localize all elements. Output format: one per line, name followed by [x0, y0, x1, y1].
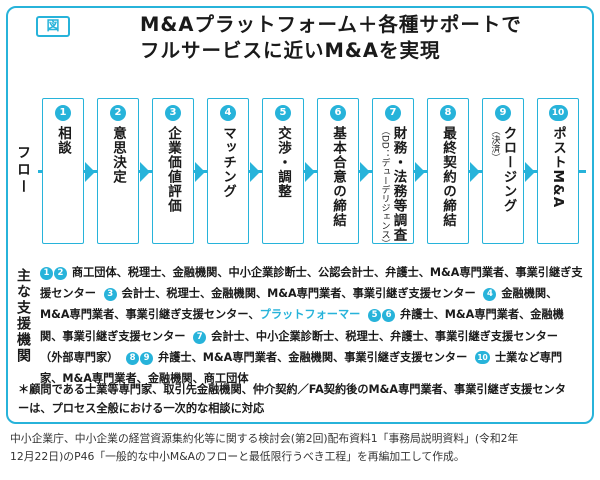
flow-step-10: 10 ポストM&A — [537, 98, 579, 244]
step-number: 5 — [275, 105, 291, 121]
circled-number: 10 — [475, 350, 491, 364]
diagram-title: M&Aプラットフォーム＋各種サポートで フルサービスに近いM&Aを実現 — [140, 12, 580, 64]
step-label: 財務・法務等調査 — [390, 126, 407, 242]
step-label: 最終契約の締結 — [440, 126, 456, 228]
circled-number: 1 — [40, 267, 53, 280]
source-line-1: 中小企業庁、中小企業の経営資源集約化等に関する検討会(第2回)配布資料1「事務局… — [10, 432, 519, 445]
support-text: 弁護士、M&A専門業者、金融機 — [396, 308, 564, 322]
flow-arrow — [85, 162, 95, 182]
support-text: 商工団体、税理士、金融機関、中小企業診断士、公認会計士、弁護士、M&A専門業者、… — [68, 266, 583, 279]
step-number: 8 — [440, 105, 456, 121]
flow-step-8: 8 最終契約の締結 — [427, 98, 469, 244]
circled-number: 3 — [103, 288, 117, 302]
flow-arrow — [250, 162, 260, 182]
step-label: マッチング — [220, 126, 236, 199]
support-text: 弁護士、M&A専門業者、金融機関、事業引継ぎ支援センター — [154, 350, 468, 364]
flow-arrow — [305, 162, 315, 182]
circled-number: 6 — [382, 309, 396, 323]
step-label: ポストM&A — [550, 126, 566, 209]
step-number: 6 — [330, 105, 346, 121]
flow-step-4: 4 マッチング — [207, 98, 249, 244]
flow-step-6: 6 基本合意の締結 — [317, 98, 359, 244]
support-text: 会計士、税理士、金融機関、M&A専門業者、事業引継ぎ支援センター — [117, 287, 476, 301]
circled-number: 7 — [193, 330, 207, 344]
support-text: M&A専門業者、事業引継ぎ支援センター、 — [40, 308, 260, 322]
flow-step-5: 5 交渉・調整 — [262, 98, 304, 244]
flow-step-1: 1 相談 — [42, 98, 84, 244]
step-sublabel: （決済） — [489, 126, 500, 162]
flow-arrow — [195, 162, 205, 182]
footnote-line-1: ＊顧問である士業等専門家、取引先金融機関、仲介契約／FA契約後のM&A専門業者、… — [18, 383, 566, 396]
flow-step-7: 7 財務・法務等調査 （DD：デューデリジェンス） — [372, 98, 414, 248]
step-number: 1 — [55, 105, 71, 121]
flow-step-2: 2 意思決定 — [97, 98, 139, 244]
flow-step-9: 9 クロージング （決済） — [482, 98, 524, 244]
flow-arrow — [360, 162, 370, 182]
circled-number: 5 — [368, 309, 382, 323]
support-line: 家、M&A専門業者、金融機関、商工団体 — [40, 368, 588, 389]
flow-arrow — [470, 162, 480, 182]
step-number: 2 — [110, 105, 126, 121]
circled-number: 8 — [126, 351, 140, 365]
support-line: 援センター 3 会計士、税理士、金融機関、M&A専門業者、事業引継ぎ支援センター… — [40, 283, 588, 304]
footnote: ＊顧問である士業等専門家、取引先金融機関、仲介契約／FA契約後のM&A専門業者、… — [18, 380, 584, 418]
source-citation: 中小企業庁、中小企業の経営資源集約化等に関する検討会(第2回)配布資料1「事務局… — [10, 430, 594, 466]
circled-number: 2 — [54, 267, 67, 280]
step-number: 9 — [495, 105, 511, 121]
flow-arrow — [525, 162, 535, 182]
support-line: 関、事業引継ぎ支援センター 7 会計士、中小企業診断士、税理士、弁護士、事業引継… — [40, 326, 588, 347]
platformer-highlight: プラットフォーマー — [259, 308, 361, 322]
circled-number: 9 — [140, 351, 154, 365]
step-label: クロージング — [500, 126, 517, 213]
source-line-2: 12月22日)のP46「一般的な中小M&Aのフローと最低限行うべき工程」を再編加… — [10, 450, 465, 463]
step-label: 相談 — [55, 126, 71, 155]
footnote-line-2: ーは、プロセス全般における一次的な相談に対応 — [18, 402, 265, 415]
flow-arrow — [415, 162, 425, 182]
step-number: 4 — [220, 105, 236, 121]
support-text: 関、事業引継ぎ支援センター — [40, 329, 186, 343]
support-text: 援センター — [40, 287, 96, 301]
step-label: 交渉・調整 — [275, 126, 291, 199]
flow-arrow — [140, 162, 150, 182]
support-label: 主な支援機関 — [15, 268, 31, 364]
step-number: 3 — [165, 105, 181, 121]
step-label: 企業価値評価 — [165, 126, 181, 213]
support-text: 金融機関、 — [497, 287, 558, 301]
flow-step-3: 3 企業価値評価 — [152, 98, 194, 244]
figure-label: 図 — [36, 16, 70, 37]
support-text: （外部専門家） — [40, 350, 119, 364]
step-label: 意思決定 — [110, 126, 126, 184]
step-number: 7 — [385, 105, 401, 121]
circled-number: 4 — [483, 288, 497, 302]
support-text: 家、M&A専門業者、金融機関、商工団体 — [40, 371, 249, 385]
support-text: 士業など専門 — [491, 350, 563, 364]
title-line-1: M&Aプラットフォーム＋各種サポートで — [140, 13, 522, 36]
flow-label: フロー — [15, 145, 31, 196]
step-number: 10 — [548, 105, 568, 121]
step-label: 基本合意の締結 — [330, 126, 346, 228]
title-line-2: フルサービスに近いM&Aを実現 — [140, 39, 441, 62]
support-text: 会計士、中小企業診断士、税理士、弁護士、事業引継ぎ支援センター — [207, 329, 558, 343]
step-sublabel: （DD：デューデリジェンス） — [379, 126, 390, 248]
